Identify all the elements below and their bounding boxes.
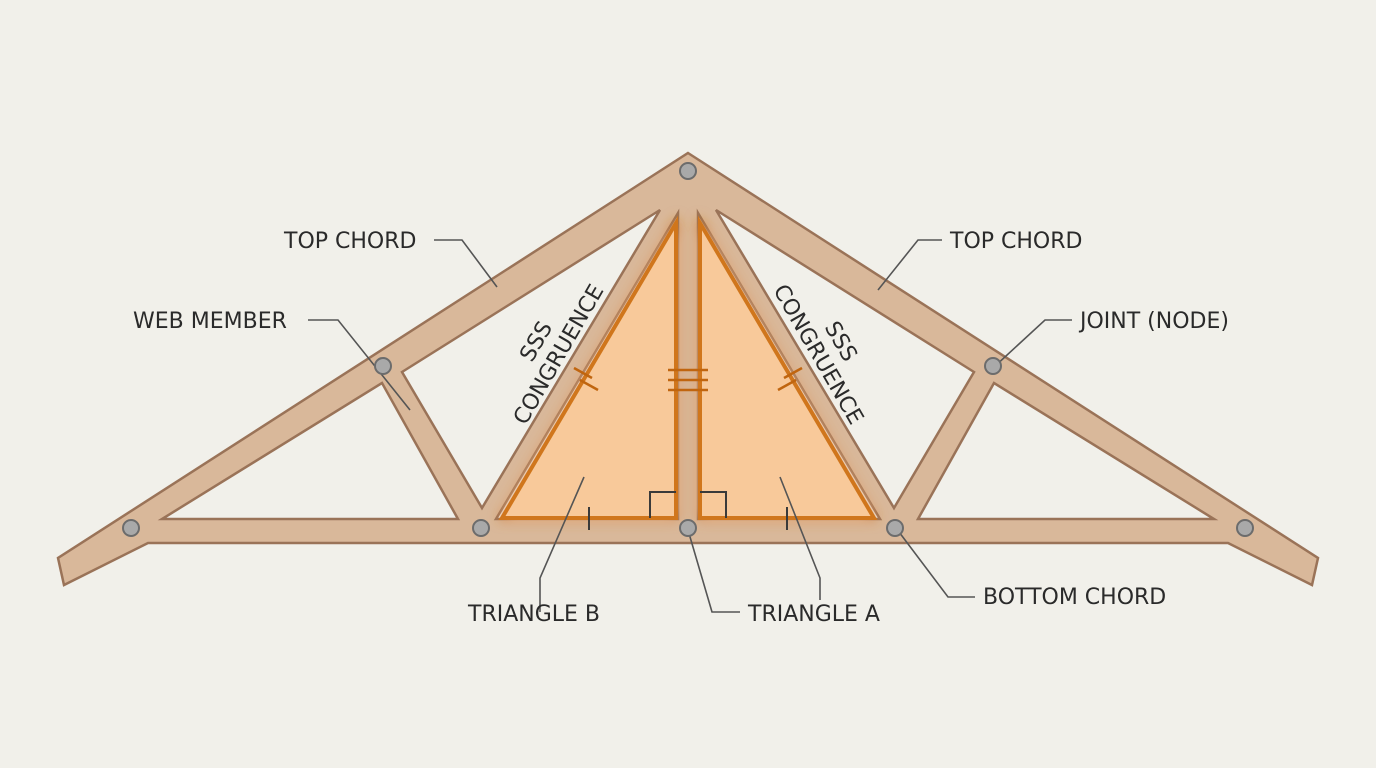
opening-right-outer [915,381,1219,521]
joint-right-bottom [886,519,904,537]
opening-left-outer [157,381,461,521]
joint-right-heel [1236,519,1254,537]
right-angle-marker-a [700,491,727,518]
leader-center-node [687,529,740,613]
label-joint-node: JOINT (NODE) [1078,309,1229,334]
joint-left-top [374,357,392,375]
opening-left-inner [400,208,662,511]
tick-marks-hypotenuse-a [777,366,803,392]
leader-joint-node [992,319,1072,369]
leader-top-chord-left [434,239,498,288]
label-triangle-b: TRIANGLE B [467,602,600,627]
label-triangle-a: TRIANGLE A [747,602,880,627]
right-angle-marker-b [649,491,676,518]
opening-right-inner [714,208,976,511]
label-top-chord-right: TOP CHORD [949,229,1082,254]
label-web-member: WEB MEMBER [133,309,287,334]
joint-left-heel [122,519,140,537]
joint-center-bottom [679,519,697,537]
leader-triangle-a [779,476,821,600]
tick-marks-base [588,507,788,530]
leader-bottom-chord [895,527,975,598]
tick-marks-shared-side [668,368,708,392]
tick-marks-hypotenuse-b [573,366,599,392]
leader-web-member [308,319,411,411]
joints [122,162,1254,537]
joint-left-bottom [472,519,490,537]
label-top-chord-left: TOP CHORD [283,229,416,254]
leader-triangle-b [539,476,585,612]
joint-right-top [984,357,1002,375]
leader-top-chord-right [877,239,942,291]
joint-apex [679,162,697,180]
label-bottom-chord: BOTTOM CHORD [983,585,1166,610]
